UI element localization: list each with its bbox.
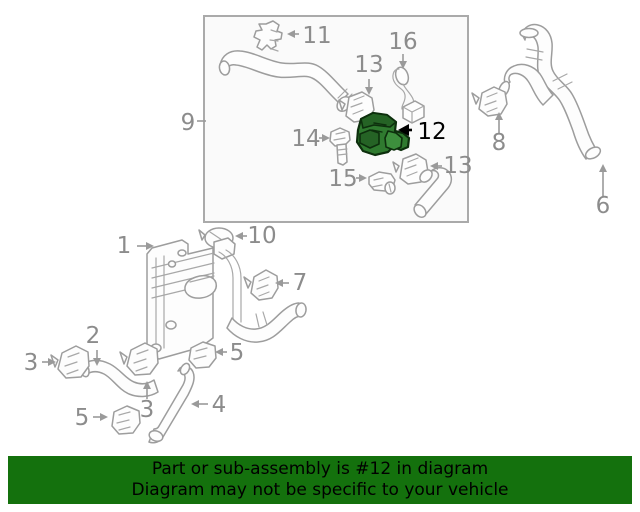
banner-line-1: Part or sub-assembly is #12 in diagram (151, 459, 489, 479)
callout-label-3-mid: 3 (140, 397, 155, 423)
callout-label-13-lower: 13 (443, 153, 472, 179)
leader-7 (275, 279, 289, 287)
callout-label-7: 7 (293, 270, 308, 296)
leader-14 (319, 134, 330, 142)
banner-line-2: Diagram may not be specific to your vehi… (131, 480, 509, 500)
leader-6 (599, 164, 607, 196)
callout-label-8: 8 (492, 130, 507, 156)
leader-5-lower (93, 413, 108, 421)
part-12-highlighted-component (355, 111, 411, 157)
leader-5-mid (215, 348, 227, 356)
leader-3-mid (143, 381, 151, 399)
sub-assembly-group-box (203, 15, 469, 223)
disclaimer-banner: Part or sub-assembly is #12 in diagram D… (8, 456, 632, 504)
leader-15 (356, 174, 367, 182)
callout-label-11: 11 (302, 23, 331, 49)
callout-label-4: 4 (212, 392, 227, 418)
part-7-clip (243, 269, 279, 301)
part-5-clip-mid (188, 341, 217, 369)
part-3-clamp-left (50, 345, 90, 379)
callout-label-6: 6 (596, 193, 611, 219)
callout-label-14: 14 (291, 126, 320, 152)
leader-13-lower (430, 162, 442, 170)
callout-label-3-left: 3 (24, 350, 39, 376)
part-8-clip (471, 86, 508, 117)
inset-elbow-hose (413, 167, 453, 219)
callout-label-9: 9 (181, 110, 196, 136)
leader-12 (398, 124, 412, 136)
leader-3-left (42, 358, 56, 366)
callout-label-5-lower: 5 (75, 405, 90, 431)
part-11-bracket-clip (253, 20, 283, 52)
part-3-clamp-mid (119, 342, 159, 376)
callout-label-2: 2 (86, 323, 101, 349)
part-5-clip-lower-left (111, 405, 141, 435)
leader-1 (137, 242, 154, 250)
callout-label-15: 15 (328, 166, 357, 192)
part-15-small-bracket (368, 171, 396, 195)
part-16-sensor-wire-connector (392, 66, 425, 124)
callout-label-5-mid: 5 (230, 340, 245, 366)
callout-label-1: 1 (117, 233, 132, 259)
part-6-long-hose (519, 23, 602, 160)
leader-16 (399, 54, 407, 69)
callout-label-10: 10 (247, 223, 276, 249)
leader-13-upper (365, 79, 373, 95)
oil-cooler-outlet-hose (226, 302, 307, 343)
part-1-oil-cooler (146, 237, 242, 360)
part-4-lower-hose (148, 362, 195, 444)
part-14-bolt (329, 127, 351, 166)
callout-label-12: 12 (417, 119, 446, 145)
leader-2 (93, 350, 101, 366)
leader-10 (235, 232, 247, 240)
leader-11 (287, 30, 299, 38)
callout-label-16: 16 (388, 29, 417, 55)
leader-4 (191, 400, 208, 408)
callout-label-13-upper: 13 (354, 52, 383, 78)
leader-8 (495, 112, 503, 133)
